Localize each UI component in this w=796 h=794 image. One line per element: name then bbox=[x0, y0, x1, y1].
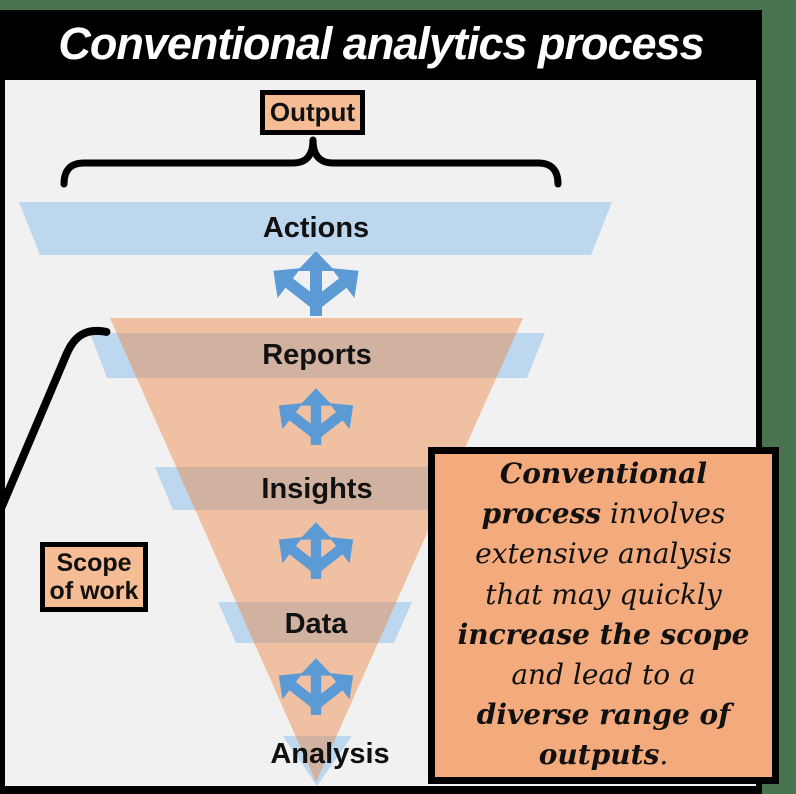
output-box: Output bbox=[260, 90, 365, 135]
scope-box-line2: of work bbox=[49, 577, 139, 605]
actions-label: Actions bbox=[262, 212, 370, 244]
output-box-label: Output bbox=[269, 97, 356, 127]
reports-label: Reports bbox=[262, 339, 372, 371]
page-title: Conventional analytics process bbox=[58, 18, 704, 69]
analysis-label: Analysis bbox=[270, 738, 390, 770]
scope-brace bbox=[0, 326, 111, 794]
analysis-bar-tip bbox=[283, 736, 352, 786]
three-way-arrow-icon bbox=[261, 252, 371, 316]
actions-bar bbox=[19, 202, 612, 255]
data-label: Data bbox=[284, 608, 348, 640]
reports-bar bbox=[90, 333, 545, 378]
insights-bar bbox=[155, 467, 479, 510]
scope-box-line1: Scope bbox=[56, 549, 132, 577]
data-bar bbox=[218, 602, 412, 643]
insights-label: Insights bbox=[261, 473, 373, 505]
horizontal-brace bbox=[60, 136, 562, 188]
scope-of-work-box: Scope of work bbox=[40, 542, 148, 612]
